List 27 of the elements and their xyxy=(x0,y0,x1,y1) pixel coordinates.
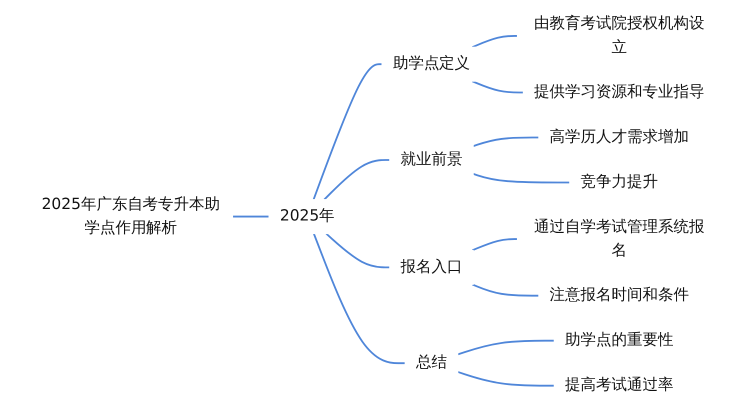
connector xyxy=(472,238,518,252)
node-text: 由教育考试院授权机构设立 xyxy=(534,14,704,56)
connector xyxy=(326,232,390,268)
node-text: 注意报名时间和条件 xyxy=(550,286,689,304)
connector xyxy=(313,233,406,364)
connector xyxy=(472,35,518,48)
connector xyxy=(458,371,554,387)
node-text: 助学点的重要性 xyxy=(565,330,674,350)
node-text: 提供学习资源和专业指导 xyxy=(534,82,704,101)
connector xyxy=(312,63,382,200)
connector xyxy=(472,80,524,94)
connector xyxy=(473,173,570,184)
node-text: 2025年广东自考专升本助学点作用解析 xyxy=(42,195,220,237)
connector xyxy=(473,136,539,147)
node-text: 报名入口 xyxy=(400,258,462,276)
node-text: 竞争力提升 xyxy=(580,172,658,191)
node-text: 提高考试通过率 xyxy=(565,376,674,394)
connector xyxy=(458,340,554,356)
connector xyxy=(232,216,269,218)
node-text: 高学历人才需求增加 xyxy=(550,128,689,146)
connector xyxy=(472,284,539,297)
node-text: 总结 xyxy=(416,353,447,372)
node-text: 2025年 xyxy=(280,206,335,225)
node-text: 通过自学考试管理系统报名 xyxy=(534,218,704,260)
node-text: 就业前景 xyxy=(400,150,462,168)
connector xyxy=(324,159,390,200)
node-text: 助学点定义 xyxy=(392,54,470,73)
